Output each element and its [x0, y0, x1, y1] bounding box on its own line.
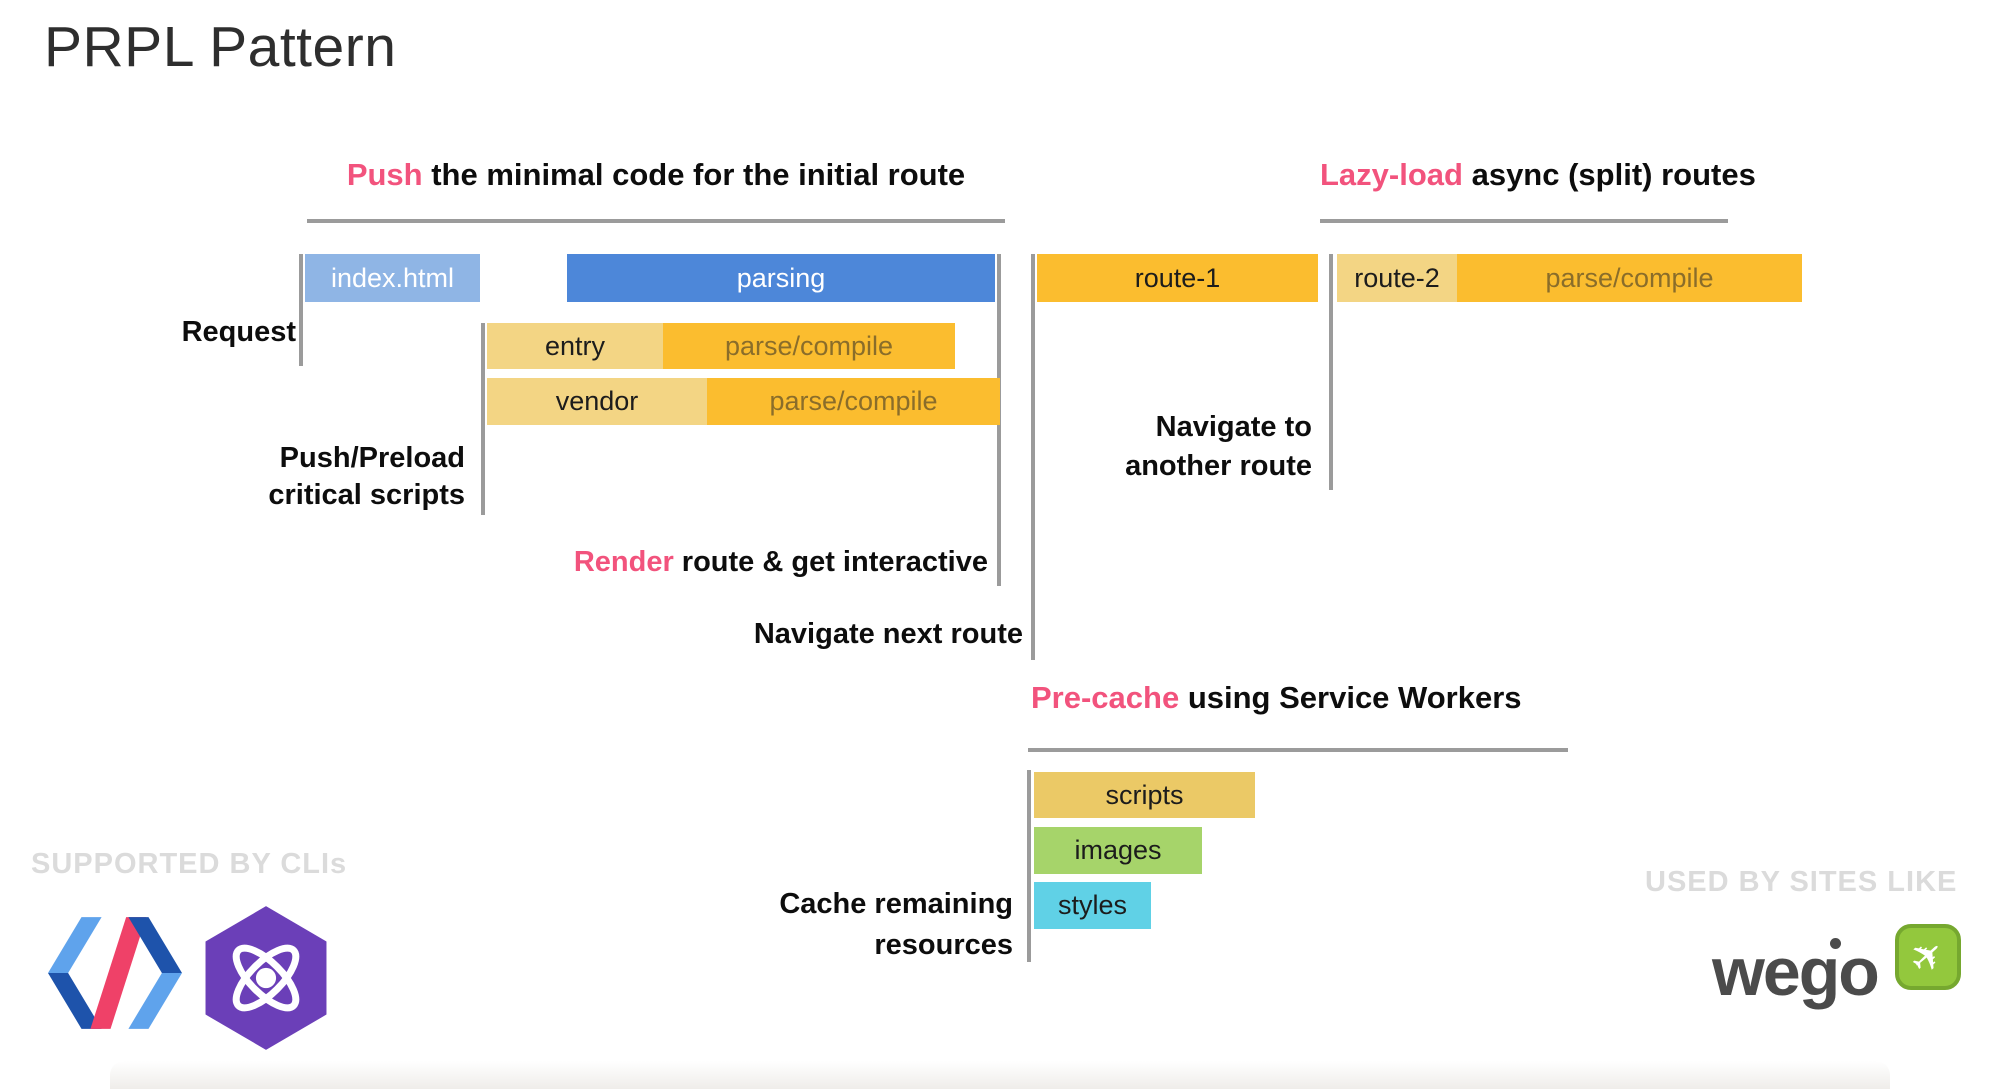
lazy-load-underline: [1320, 219, 1728, 223]
wego-airplane-badge: ✈: [1895, 924, 1961, 990]
bar-styles: styles: [1034, 882, 1151, 929]
heading-precache-rest: using Service Workers: [1179, 680, 1522, 715]
heading-push-rest: the minimal code for the initial route: [422, 157, 966, 192]
bar-route-1: route-1: [1037, 254, 1318, 302]
polymer-cli-logo: [48, 916, 182, 1030]
label-navigate-another-line2: another route: [1125, 450, 1312, 482]
navigate-next-divider-line: [1031, 254, 1035, 660]
heading-lazy-rest: async (split) routes: [1462, 157, 1756, 192]
heading-lazy-highlight: Lazy-load: [1320, 157, 1463, 192]
label-push-preload-line2: critical scripts: [268, 479, 465, 511]
heading-push-highlight: Push: [346, 157, 423, 192]
bar-index-html: index.html: [305, 254, 480, 302]
airplane-icon: ✈: [1900, 928, 1956, 986]
bar-route-2-parse-compile: parse/compile: [1457, 254, 1802, 302]
push-underline: [307, 219, 1005, 223]
navigate-another-divider-line: [1329, 254, 1333, 490]
bar-vendor: vendor: [487, 378, 707, 425]
label-render-highlight: Render: [573, 546, 674, 578]
page-title: PRPL Pattern: [44, 15, 397, 79]
bar-images: images: [1034, 827, 1202, 874]
label-cache-remaining-line1: Cache remaining: [779, 888, 1013, 920]
heading-pre-cache: Pre-cache using Service Workers: [1031, 680, 1522, 716]
caption-used-by-sites: USED BY SITES LIKE: [1645, 866, 1958, 898]
pre-cache-divider-line: [1027, 770, 1031, 962]
bar-entry: entry: [487, 323, 663, 369]
bar-entry-parse-compile: parse/compile: [663, 323, 955, 369]
bar-parsing: parsing: [567, 254, 995, 302]
wego-g-dot: [1830, 938, 1841, 949]
caption-supported-by-clis: SUPPORTED BY CLIs: [31, 848, 348, 880]
label-cache-remaining-line2: resources: [874, 929, 1013, 961]
label-navigate-another: Navigate to another route: [1012, 408, 1312, 486]
bar-vendor-parse-compile: parse/compile: [707, 378, 1000, 425]
label-push-preload: Push/Preload critical scripts: [165, 440, 465, 514]
heading-push: Push the minimal code for the initial ro…: [307, 157, 1005, 193]
request-divider-line: [299, 254, 303, 366]
wego-logo: wego: [1712, 934, 1880, 1010]
label-push-preload-line1: Push/Preload: [279, 442, 465, 474]
heading-lazy-load: Lazy-load async (split) routes: [1320, 157, 1756, 193]
label-cache-remaining: Cache remaining resources: [713, 884, 1013, 966]
atom-hexagon-icon: [205, 906, 327, 1050]
heading-precache-highlight: Pre-cache: [1031, 680, 1180, 715]
bar-route-2: route-2: [1337, 254, 1457, 302]
label-render: Render route & get interactive: [508, 546, 988, 579]
label-request: Request: [181, 316, 296, 348]
wego-wordmark: wego: [1712, 934, 1880, 1010]
label-navigate-another-line1: Navigate to: [1155, 411, 1312, 443]
bar-scripts: scripts: [1034, 772, 1255, 818]
label-navigate-next: Navigate next route: [753, 618, 1023, 650]
label-render-rest: route & get interactive: [673, 546, 988, 578]
atom-hexagon-cli-logo: [203, 906, 329, 1050]
bottom-shadow: [110, 1061, 1890, 1089]
critical-scripts-divider-line: [481, 323, 485, 515]
polymer-logo-icon: [48, 917, 182, 1029]
pre-cache-underline: [1028, 748, 1568, 752]
